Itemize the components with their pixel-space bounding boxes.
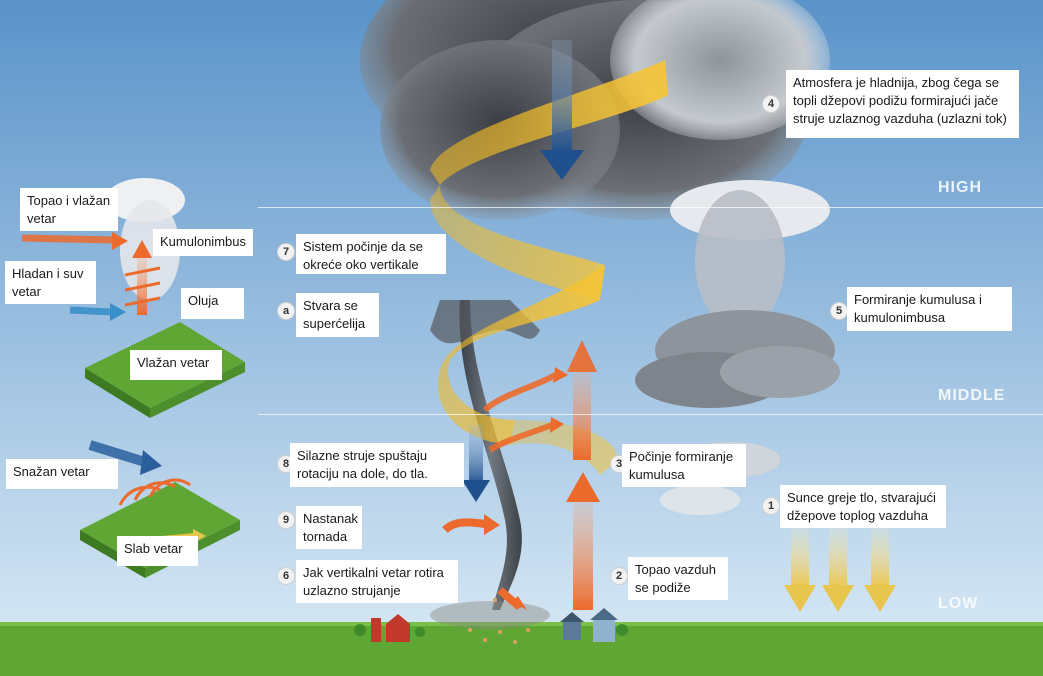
- middle-level-line: [258, 414, 1043, 415]
- step-3-label: Počinje formiranje kumulusa: [622, 444, 746, 487]
- step-9-label: Nastanak tornada: [296, 506, 362, 549]
- step-8-label: Silazne struje spuštaju rotaciju na dole…: [290, 443, 464, 487]
- step-a-number: a: [277, 302, 295, 320]
- step-6-number: 6: [277, 567, 295, 585]
- level-low-label: LOW: [938, 595, 979, 612]
- step-5-number: 5: [830, 302, 848, 320]
- step-7-number: 7: [277, 243, 295, 261]
- inset-weak-wind-label: Slab vetar: [117, 536, 198, 566]
- step-4-label: Atmosfera je hladnija, zbog čega se topl…: [786, 70, 1019, 138]
- inset-cold-wind-label: Hladan i suv vetar: [5, 261, 96, 304]
- inset-moist-wind-label: Vlažan vetar: [130, 350, 222, 380]
- inset-warm-wind-label: Topao i vlažan vetar: [20, 188, 118, 231]
- step-a-label: Stvara se superćelija: [296, 293, 379, 337]
- step-5-label: Formiranje kumulusa i kumulonimbusa: [847, 287, 1012, 331]
- step-9-number: 9: [277, 511, 295, 529]
- step-4-number: 4: [762, 95, 780, 113]
- inset-storm-label: Oluja: [181, 288, 244, 319]
- inset-strong-wind-label: Snažan vetar: [6, 459, 118, 489]
- inset-cloud-label: Kumulonimbus: [153, 229, 253, 256]
- step-7-label: Sistem počinje da se okreće oko vertikal…: [296, 234, 446, 274]
- step-6-label: Jak vertikalni vetar rotira uzlazno stru…: [296, 560, 458, 603]
- level-high-label: HIGH: [938, 179, 982, 196]
- step-1-number: 1: [762, 497, 780, 515]
- level-middle-label: MIDDLE: [938, 387, 1006, 404]
- high-level-line: [258, 207, 1043, 208]
- step-2-number: 2: [610, 567, 628, 585]
- step-2-label: Topao vazduh se podiže: [628, 557, 728, 600]
- step-1-label: Sunce greje tlo, stvarajući džepove topl…: [780, 485, 946, 528]
